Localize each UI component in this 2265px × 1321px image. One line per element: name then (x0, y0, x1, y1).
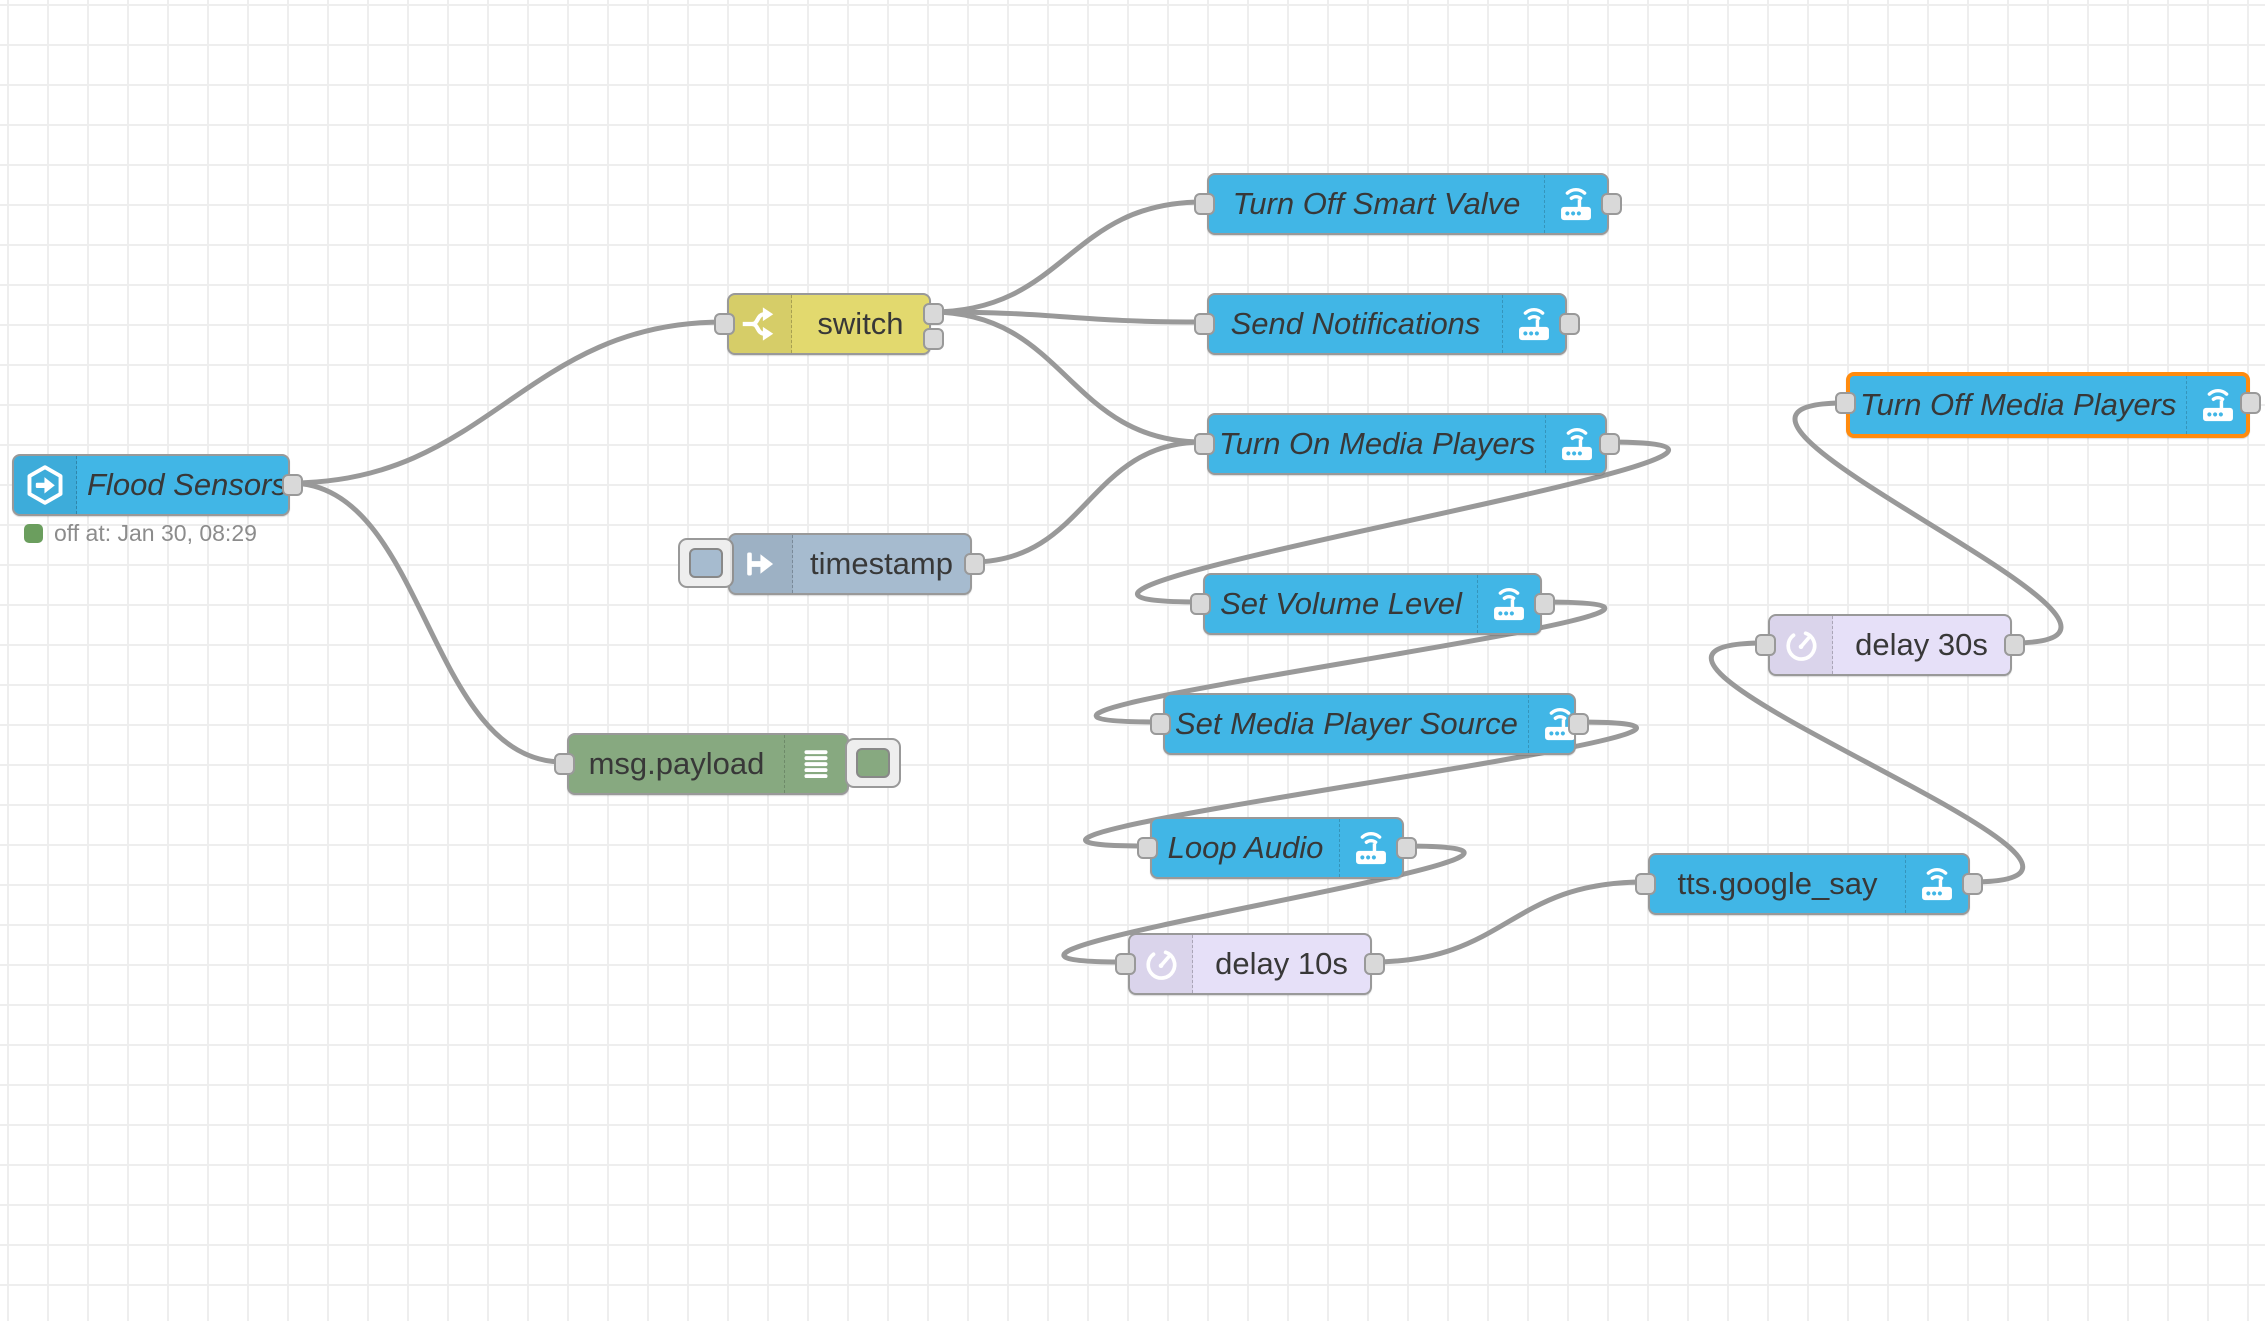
node-label: Send Notifications (1230, 306, 1481, 341)
wire-switch-to-turn-on-media-players[interactable] (928, 309, 1206, 445)
node-msg-payload[interactable]: msg.payload (554, 733, 901, 795)
input-port[interactable] (1835, 392, 1856, 414)
wire-delay-10s-to-tts-google-say[interactable] (1369, 879, 1647, 965)
wire-set-volume-level-to-set-media-player-source[interactable] (1093, 599, 1608, 725)
input-port[interactable] (1150, 713, 1171, 735)
output-port[interactable] (1534, 593, 1555, 615)
node-label: timestamp (810, 546, 953, 581)
node-delay-10s[interactable]: delay 10s (1115, 933, 1385, 995)
node-set-media-player-source[interactable]: Set Media Player Source (1150, 693, 1589, 755)
hexagon-arrow-icon (14, 456, 77, 514)
wire-flood-sensors-to-switch[interactable] (287, 319, 726, 486)
node-delay-30s[interactable]: delay 30s (1755, 614, 2025, 676)
ha-device-icon (1905, 855, 1968, 913)
output-port[interactable] (1364, 953, 1385, 975)
output-port-2[interactable] (923, 328, 944, 350)
output-port[interactable] (1601, 193, 1622, 215)
status-dot (24, 524, 43, 543)
node-label: Turn Off Media Players (1860, 387, 2177, 422)
output-port[interactable] (964, 553, 985, 575)
output-port[interactable] (1559, 313, 1580, 335)
node-timestamp[interactable]: timestamp (678, 533, 985, 595)
input-port[interactable] (1115, 953, 1136, 975)
debug-toggle-button[interactable] (845, 738, 901, 788)
wire-flood-sensors-to-msg-payload[interactable] (287, 480, 566, 765)
wire-set-media-player-source-to-loop-audio[interactable] (1083, 719, 1639, 849)
node-label: Flood Sensors (87, 467, 287, 502)
input-port[interactable] (1137, 837, 1158, 859)
node-label: delay 30s (1855, 627, 1988, 662)
output-port[interactable] (2004, 634, 2025, 656)
debug-toggle-fill (856, 748, 890, 778)
status-text: off at: Jan 30, 08:29 (54, 520, 257, 546)
node-label: Turn On Media Players (1219, 426, 1536, 461)
wire-switch-to-turn-off-smart-valve[interactable] (928, 199, 1206, 315)
wire-timestamp-to-turn-on-media-players[interactable] (969, 439, 1206, 565)
input-port[interactable] (1194, 193, 1215, 215)
node-tts-google-say[interactable]: tts.google_say (1635, 853, 1983, 915)
input-port[interactable] (1190, 593, 1211, 615)
switch-icon (729, 295, 792, 353)
input-port[interactable] (1635, 873, 1656, 895)
input-port[interactable] (554, 753, 575, 775)
wire-turn-on-media-players-to-set-volume-level[interactable] (1135, 439, 1671, 605)
ha-device-icon (1545, 415, 1605, 473)
output-port[interactable] (1396, 837, 1417, 859)
ha-device-icon (1477, 575, 1540, 633)
output-port-1[interactable] (923, 303, 944, 325)
node-turn-off-smart-valve[interactable]: Turn Off Smart Valve (1194, 173, 1622, 235)
node-set-volume-level[interactable]: Set Volume Level (1190, 573, 1555, 635)
node-label: Loop Audio (1167, 830, 1324, 865)
node-label: switch (817, 306, 904, 341)
node-loop-audio[interactable]: Loop Audio (1137, 817, 1417, 879)
input-port[interactable] (714, 313, 735, 335)
node-label: delay 10s (1215, 946, 1348, 981)
node-send-notifications[interactable]: Send Notifications (1194, 293, 1580, 355)
wire-delay-30s-to-turn-off-media-players[interactable] (1792, 400, 2064, 646)
output-port[interactable] (1568, 713, 1589, 735)
node-status: off at: Jan 30, 08:29 (24, 520, 257, 547)
timer-icon (1770, 616, 1833, 674)
output-port[interactable] (2240, 392, 2261, 414)
output-port[interactable] (1599, 433, 1620, 455)
ha-device-icon (1339, 819, 1402, 877)
inject-button[interactable] (678, 538, 734, 588)
input-port[interactable] (1755, 634, 1776, 656)
inject-icon (730, 535, 793, 593)
output-port[interactable] (282, 474, 303, 496)
input-port[interactable] (1194, 313, 1215, 335)
node-turn-on-media-players[interactable]: Turn On Media Players (1194, 413, 1620, 475)
node-flood-sensors[interactable]: Flood Sensors (12, 454, 303, 516)
ha-device-icon (1544, 175, 1607, 233)
debug-icon (784, 735, 847, 793)
wire-tts-google-say-to-delay-30s[interactable] (1708, 640, 2026, 885)
input-port[interactable] (1194, 433, 1215, 455)
wire-loop-audio-to-delay-10s[interactable] (1061, 843, 1467, 965)
inject-button-fill (689, 548, 723, 578)
output-port[interactable] (1962, 873, 1983, 895)
node-label: tts.google_say (1677, 866, 1878, 901)
ha-device-icon (1502, 295, 1565, 353)
ha-device-icon (1527, 695, 1574, 753)
node-label: Turn Off Smart Valve (1232, 186, 1521, 221)
node-label: Set Media Player Source (1175, 706, 1518, 741)
ha-device-icon (2186, 376, 2246, 434)
node-turn-off-media-players[interactable]: Turn Off Media Players (1835, 372, 2261, 438)
node-label: Set Volume Level (1220, 586, 1462, 621)
node-label: msg.payload (588, 746, 765, 781)
timer-icon (1130, 935, 1193, 993)
wire-switch-to-send-notifications[interactable] (928, 309, 1206, 325)
node-switch[interactable]: switch (714, 293, 944, 355)
